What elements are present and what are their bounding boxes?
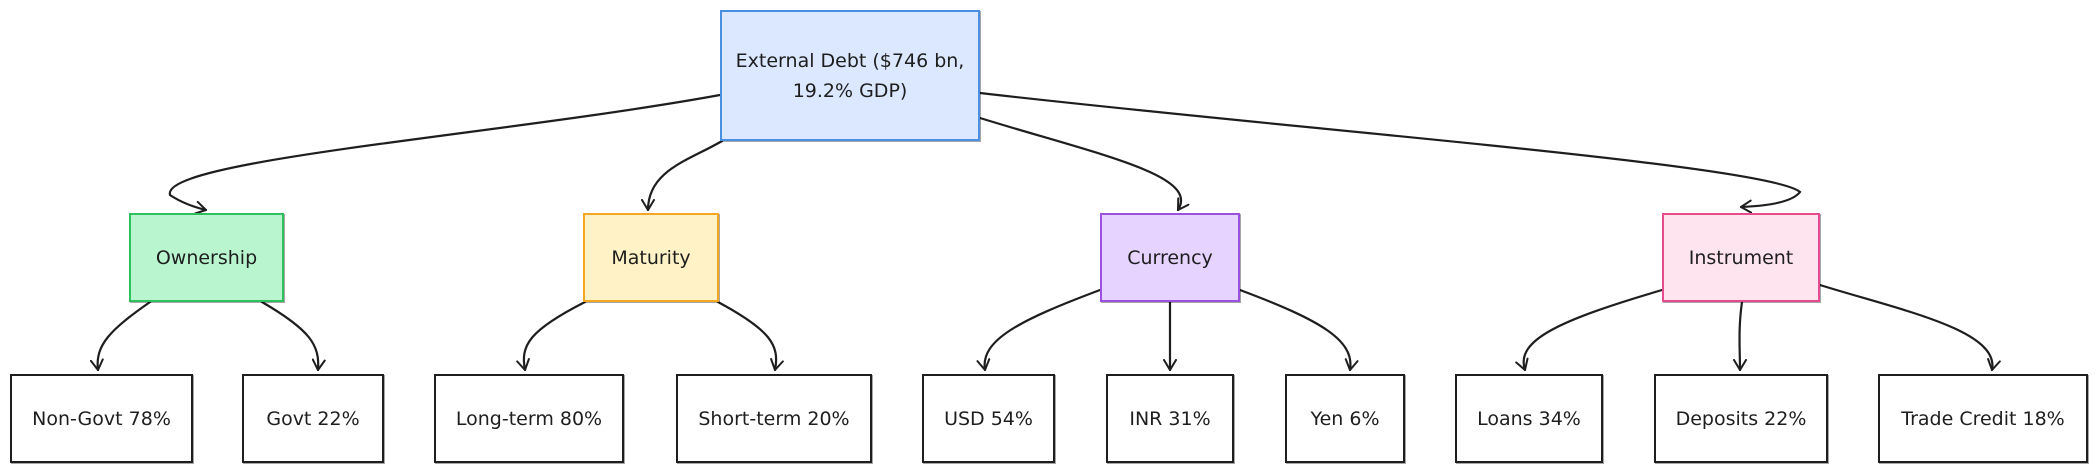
leaf-label: USD 54%	[944, 407, 1033, 430]
connector-currency-usd	[976, 288, 1102, 372]
connector-root-maturity	[641, 139, 724, 212]
leaf-label: Deposits 22%	[1675, 407, 1807, 430]
leaf-node-trade-credit: Trade Credit 18%	[1878, 374, 2088, 463]
leaf-label: Yen 6%	[1310, 407, 1380, 430]
leaf-label: INR 31%	[1129, 407, 1211, 430]
connector-ownership-govt	[260, 300, 326, 372]
category-node-instrument: Instrument	[1662, 213, 1820, 302]
leaf-node-usd: USD 54%	[922, 374, 1055, 463]
connector-instrument-deposits	[1732, 300, 1747, 372]
leaf-node-loans: Loans 34%	[1455, 374, 1603, 463]
connector-maturity-shortterm	[716, 300, 784, 372]
connector-root-instrument	[978, 91, 1802, 214]
root-node-label: External Debt ($746 bn, 19.2% GDP)	[735, 49, 965, 102]
leaf-label: Loans 34%	[1477, 407, 1581, 430]
leaf-node-deposits: Deposits 22%	[1654, 374, 1828, 463]
category-node-currency: Currency	[1100, 213, 1240, 302]
category-node-maturity: Maturity	[583, 213, 719, 302]
connector-instrument-tradecredit	[1818, 283, 2001, 372]
connector-currency-yen	[1238, 288, 1359, 372]
leaf-node-yen: Yen 6%	[1285, 374, 1405, 463]
connector-maturity-longterm	[516, 300, 587, 372]
category-label-instrument: Instrument	[1688, 246, 1794, 269]
root-node-external-debt: External Debt ($746 bn, 19.2% GDP)	[720, 10, 980, 141]
leaf-node-govt: Govt 22%	[242, 374, 384, 463]
leaf-label: Trade Credit 18%	[1901, 407, 2065, 430]
leaf-node-short-term: Short-term 20%	[676, 374, 872, 463]
leaf-label: Govt 22%	[266, 407, 360, 430]
category-label-currency: Currency	[1127, 246, 1213, 269]
category-label-ownership: Ownership	[155, 246, 258, 269]
connector-ownership-nongovt	[89, 300, 152, 372]
connector-root-currency	[978, 116, 1190, 212]
leaf-node-inr: INR 31%	[1106, 374, 1234, 463]
category-label-maturity: Maturity	[611, 246, 691, 269]
category-node-ownership: Ownership	[129, 213, 284, 302]
leaf-label: Short-term 20%	[698, 407, 850, 430]
connector-root-ownership	[168, 93, 722, 215]
leaf-node-non-govt: Non-Govt 78%	[10, 374, 193, 463]
leaf-label: Non-Govt 78%	[32, 407, 171, 430]
connector-instrument-loans	[1515, 288, 1664, 372]
leaf-node-long-term: Long-term 80%	[434, 374, 624, 463]
leaf-label: Long-term 80%	[455, 407, 603, 430]
